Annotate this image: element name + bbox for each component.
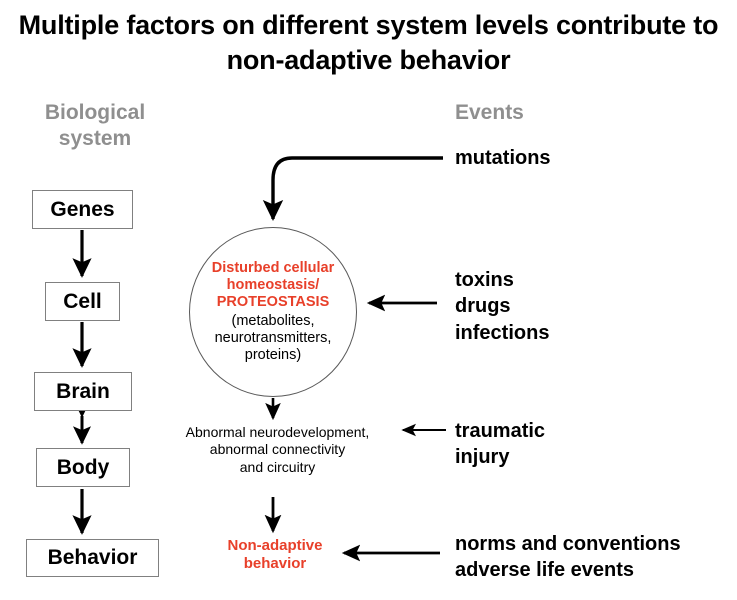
event-traumatic-injury[interactable]: traumatic injury <box>455 420 546 469</box>
non-adaptive-behavior-text: Non-adaptive behavior <box>227 537 323 572</box>
event-toxins-drugs-infections[interactable]: toxins drugs infections <box>455 269 550 344</box>
node-behavior[interactable]: Behavior <box>26 539 159 577</box>
arrow-mutations-to-circle <box>262 156 443 222</box>
node-body[interactable]: Body <box>36 448 130 487</box>
node-brain[interactable]: Brain <box>34 372 132 411</box>
node-cell[interactable]: Cell <box>45 282 120 321</box>
circle-black-text: (metabolites, neurotransmitters, protein… <box>214 312 332 363</box>
circle-disturbed-homeostasis[interactable]: Disturbed cellular homeostasis/ PROTEOST… <box>189 227 357 397</box>
page-title: Multiple factors on different system lev… <box>18 10 719 75</box>
abnormal-neurodevelopment-text: Abnormal neurodevelopment, abnormal conn… <box>185 424 370 475</box>
node-genes[interactable]: Genes <box>32 190 133 229</box>
events-header: Events <box>455 101 524 124</box>
circle-red-text: Disturbed cellular homeostasis/ PROTEOST… <box>211 260 335 311</box>
event-mutations[interactable]: mutations <box>455 147 551 169</box>
biological-system-header: Biological system <box>44 101 146 151</box>
event-norms-adverse-life-events[interactable]: norms and conventions adverse life event… <box>455 533 681 582</box>
